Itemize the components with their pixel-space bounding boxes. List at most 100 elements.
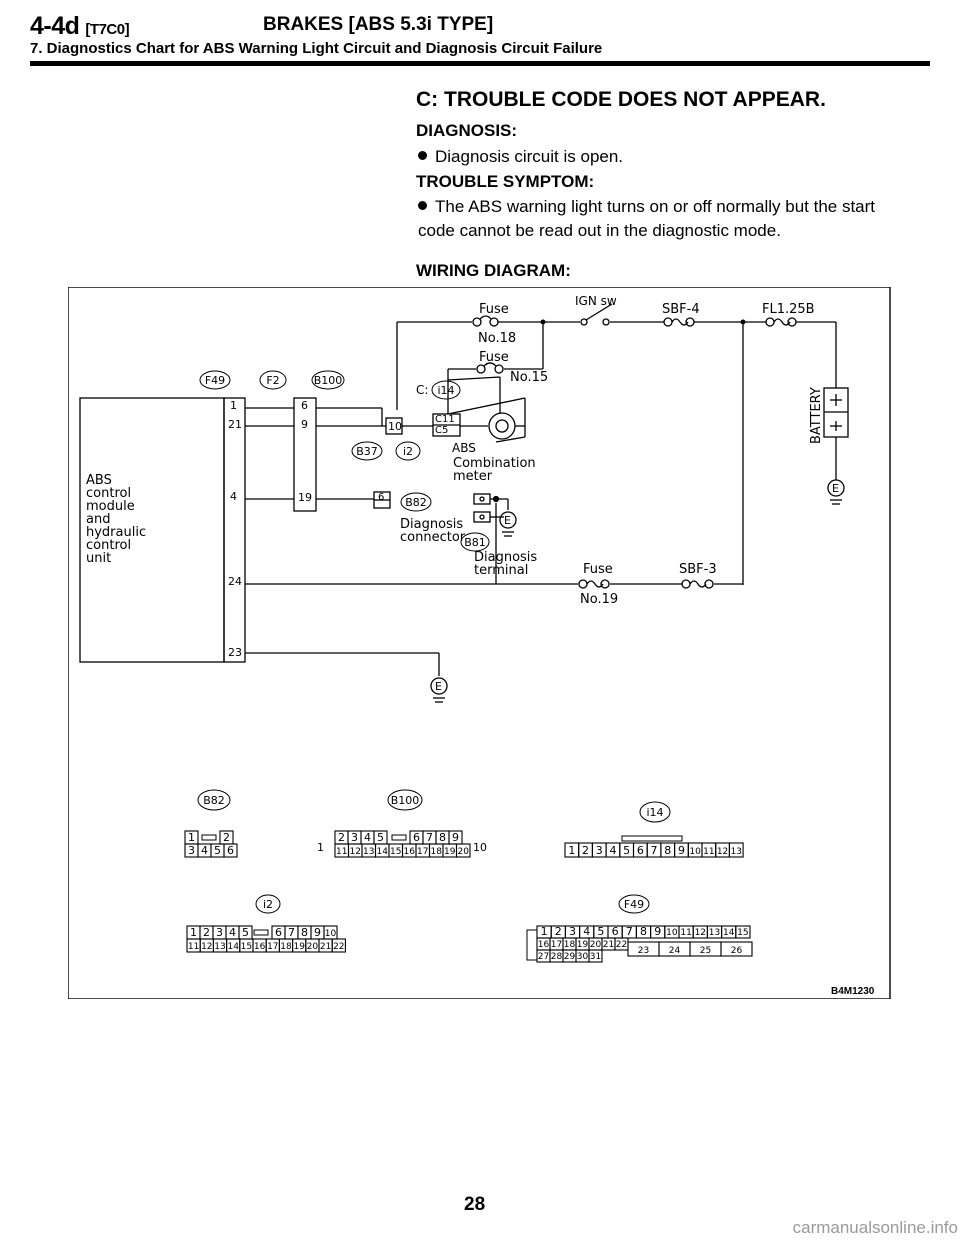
- ground-symbol-mid: [499, 511, 517, 537]
- conn-tag-i14: i14: [437, 384, 454, 397]
- pin-6: 6: [301, 399, 308, 412]
- pin-number: 22: [333, 942, 344, 952]
- unit-label-2: control: [86, 486, 131, 501]
- pin-19: 19: [298, 491, 312, 504]
- pin-number: 15: [390, 847, 401, 857]
- ign-sw-label: IGN sw: [575, 294, 617, 308]
- i14-face-label: i14: [646, 806, 663, 819]
- symptom-heading: TROUBLE SYMPTOM:: [416, 172, 595, 191]
- fl125b-symbol: [765, 317, 797, 327]
- pin-23: 23: [228, 646, 242, 659]
- pin-cell: [735, 925, 751, 939]
- pin-number: 4: [364, 831, 371, 844]
- pin-cell: [720, 941, 753, 957]
- pin-number: 12: [717, 847, 728, 857]
- fuse19-label: Fuse: [583, 562, 613, 577]
- pin-number: 19: [444, 847, 456, 857]
- connector-lock: [391, 834, 407, 841]
- diagram-frame: [68, 287, 891, 999]
- b82-face-label: B82: [203, 794, 225, 807]
- pin-c11: C11: [435, 414, 455, 425]
- pin-number: 2: [555, 925, 562, 938]
- fuse19-number: No.19: [580, 592, 618, 607]
- sbf4-label: SBF-4: [662, 302, 700, 317]
- connector-lock: [621, 835, 683, 842]
- pin-cell: [331, 938, 346, 953]
- pin-cell: [728, 842, 744, 858]
- pin-number: 20: [590, 940, 602, 950]
- pin-number: 17: [551, 940, 562, 950]
- diagnosis-item: Diagnosis circuit is open.: [418, 145, 898, 169]
- symptom-item: The ABS warning light turns on or off no…: [418, 197, 876, 240]
- connector-lock: [253, 929, 269, 936]
- pin-number: 6: [612, 925, 619, 938]
- pin-number: 5: [597, 925, 604, 938]
- pin-number: 21: [320, 942, 331, 952]
- fuse-no18-symbol: [472, 315, 499, 327]
- pin-number: 5: [242, 926, 249, 939]
- pin-number: 4: [201, 844, 208, 857]
- conn-tag-i2: i2: [403, 445, 413, 458]
- pin-number: 7: [626, 925, 633, 938]
- ground-label-right: E: [832, 482, 839, 495]
- pin-4: 4: [230, 490, 237, 503]
- fuse-no15-symbol: [476, 362, 504, 374]
- pin-number: 2: [582, 844, 589, 857]
- pin-number: 6: [637, 844, 644, 857]
- pin-number: 1: [190, 926, 197, 939]
- pin-cell: [455, 843, 471, 858]
- sbf4-symbol: [663, 317, 695, 327]
- connector-lock: [201, 834, 217, 841]
- pin-number: 28: [551, 952, 563, 962]
- pin-number: 12: [350, 847, 361, 857]
- pin-number: 6: [275, 926, 282, 939]
- pin-1: 1: [230, 399, 237, 412]
- pin-number: 3: [188, 844, 195, 857]
- pin-number: 2: [338, 831, 345, 844]
- ground-label-bottom: E: [435, 680, 442, 693]
- pin-number: 11: [188, 942, 199, 952]
- pin-number: 3: [216, 926, 223, 939]
- pin-number: 4: [609, 844, 616, 857]
- bullet-icon: [418, 151, 427, 160]
- section-code: 4-4d[T7C0]: [30, 12, 130, 40]
- pin-number: 31: [590, 952, 601, 962]
- pin-number: 11: [336, 847, 347, 857]
- pin-number: 14: [227, 942, 239, 952]
- pin-number: 1: [568, 844, 575, 857]
- diag-conn-label-2: connector: [400, 530, 466, 545]
- pin-number: 8: [301, 926, 308, 939]
- pin-number: 25: [700, 946, 711, 956]
- pin-number: 7: [288, 926, 295, 939]
- pin-number: 10: [689, 847, 701, 857]
- bullet-icon: [418, 201, 427, 210]
- fuse15-label: Fuse: [479, 350, 509, 365]
- pin-number: 8: [640, 925, 647, 938]
- conn-tag-b81: B81: [464, 536, 486, 549]
- pin-number: 2: [223, 831, 230, 844]
- pin-number: 13: [214, 942, 225, 952]
- connector-bracket: [526, 929, 537, 961]
- pin-number: 10: [473, 841, 487, 854]
- pin-number: 9: [314, 926, 321, 939]
- pin-number: 18: [431, 847, 443, 857]
- b100-face-label: B100: [391, 794, 420, 807]
- pin-number: 26: [731, 946, 743, 956]
- pin-c5: C5: [435, 425, 448, 436]
- pin-number: 22: [616, 940, 627, 950]
- conn-tag-f49: F49: [205, 374, 225, 387]
- pin-number: 27: [538, 952, 549, 962]
- pin-number: 21: [603, 940, 614, 950]
- ignition-switch-symbol: [580, 303, 613, 326]
- pin-number: 17: [417, 847, 428, 857]
- fuse18-number: No.18: [478, 331, 516, 346]
- ground-label-mid: E: [504, 514, 511, 527]
- pin-number: 29: [564, 952, 576, 962]
- pin-number: 16: [538, 940, 550, 950]
- unit-label-5: hydraulic: [86, 525, 146, 540]
- pin-number: 14: [377, 847, 389, 857]
- pin-number: 9: [654, 925, 661, 938]
- b100-f2-connector: [293, 397, 317, 512]
